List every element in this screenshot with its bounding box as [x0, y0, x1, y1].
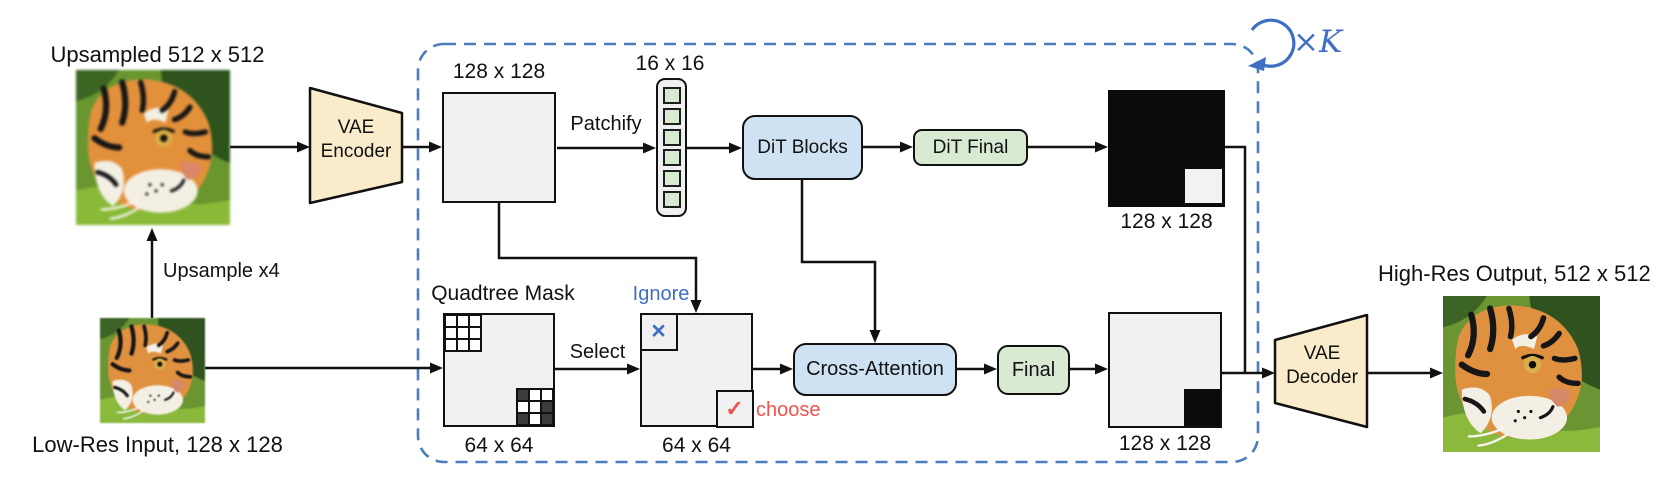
- mask-cell: [518, 402, 528, 412]
- vae-decoder-line1: VAE: [1303, 343, 1341, 364]
- dit-final-label: DiT Final: [932, 136, 1009, 158]
- refined-output-size-label: 128 x 128: [1118, 432, 1212, 455]
- mask-cell: [446, 328, 456, 338]
- mask-cell: [542, 414, 552, 424]
- refined-output-masked-patch: [1184, 389, 1220, 426]
- dit-blocks-label: DiT Blocks: [757, 136, 848, 158]
- token-column: [656, 78, 687, 217]
- mask-cell: [518, 414, 528, 424]
- choose-patch: ✓: [715, 389, 754, 428]
- ignore-label: Ignore: [632, 283, 690, 305]
- quadtree-size-label: 64 x 64: [464, 434, 534, 457]
- final-box: Final: [997, 345, 1070, 395]
- quadtree-mask-square: [443, 313, 555, 427]
- quadtree-mask-title: Quadtree Mask: [431, 282, 575, 305]
- vae-encoder-shape: [308, 86, 404, 205]
- tiger-illustration: [1443, 296, 1600, 452]
- patchify-label: Patchify: [570, 113, 642, 135]
- dit-blocks-box: DiT Blocks: [742, 115, 863, 180]
- token-patch: [662, 191, 681, 209]
- final-label: Final: [1011, 358, 1056, 381]
- token-patch: [662, 170, 681, 188]
- vae-encoder-line2: Encoder: [320, 140, 392, 162]
- tiger-illustration: [100, 318, 205, 423]
- highres-output-image: [1443, 296, 1600, 452]
- select-label: Select: [569, 341, 626, 363]
- mask-cell: [470, 316, 480, 326]
- mask-cell: [470, 340, 480, 350]
- mask-cell: [458, 328, 468, 338]
- latent-size-label: 128 x 128: [452, 60, 546, 83]
- wire-top-output-down: [1225, 145, 1247, 373]
- dit-final-box: DiT Final: [913, 129, 1028, 166]
- vae-decoder-shape: [1273, 313, 1369, 429]
- token-patch: [662, 149, 681, 167]
- token-patch: [662, 86, 681, 104]
- dit-output-square: [1108, 90, 1225, 207]
- vae-decoder-label: VAE Decoder: [1277, 342, 1367, 390]
- loop-region-dashed-border: [416, 42, 1260, 464]
- arrow-heads: [146, 141, 1443, 379]
- wire-latent-to-select: [497, 203, 698, 302]
- vae-encoder-label: VAE Encoder: [310, 116, 402, 164]
- mask-select-square: × ✓: [639, 312, 754, 428]
- refined-output-square: [1108, 312, 1222, 428]
- mask-cell: [530, 414, 540, 424]
- vae-decoder-line2: Decoder: [1286, 366, 1358, 388]
- wire-dit-to-crossattn: [800, 180, 877, 332]
- upsampled-input-label: Upsampled 512 x 512: [50, 42, 265, 67]
- quadtree-grid-topleft: [444, 314, 482, 352]
- mask-cell: [518, 390, 528, 400]
- tokens-size-label: 16 x 16: [635, 52, 705, 75]
- mask-cell: [530, 390, 540, 400]
- highres-output-label: High-Res Output, 512 x 512: [1378, 261, 1651, 286]
- choose-check-icon: ✓: [725, 395, 744, 421]
- mask-cell: [458, 316, 468, 326]
- arrow-lines: [150, 145, 1432, 375]
- mask-cell: [446, 316, 456, 326]
- mask-cell: [542, 402, 552, 412]
- token-patch: [662, 107, 681, 125]
- loop-arrow-icon: [1250, 18, 1296, 68]
- cross-attention-box: Cross-Attention: [793, 343, 957, 396]
- ignore-patch: ×: [639, 312, 678, 351]
- vae-encoder-line1: VAE: [337, 117, 375, 138]
- mask-cell: [542, 390, 552, 400]
- quadtree-grid-bottomright: [516, 388, 554, 426]
- tiger-illustration: [76, 70, 230, 225]
- dit-output-size-label: 128 x 128: [1120, 210, 1213, 233]
- mask-cell: [470, 328, 480, 338]
- loop-arrowhead-icon: [1248, 57, 1266, 71]
- cross-attention-label: Cross-Attention: [806, 358, 944, 380]
- mask-cell: [530, 402, 540, 412]
- ignore-x-icon: ×: [651, 317, 666, 345]
- token-patch: [662, 128, 681, 146]
- mask-select-size-label: 64 x 64: [662, 434, 731, 457]
- upsample-arrow-label: Upsample x4: [163, 260, 280, 282]
- lowres-input-label: Low-Res Input, 128 x 128: [32, 432, 283, 457]
- lowres-image: [100, 318, 205, 423]
- mask-cell: [446, 340, 456, 350]
- loop-count-label: ×K: [1293, 24, 1343, 60]
- latent-square: [442, 92, 556, 203]
- upsampled-image: [76, 70, 230, 225]
- choose-label: choose: [756, 399, 821, 421]
- mask-cell: [458, 340, 468, 350]
- dit-output-unmasked-patch: [1185, 169, 1222, 203]
